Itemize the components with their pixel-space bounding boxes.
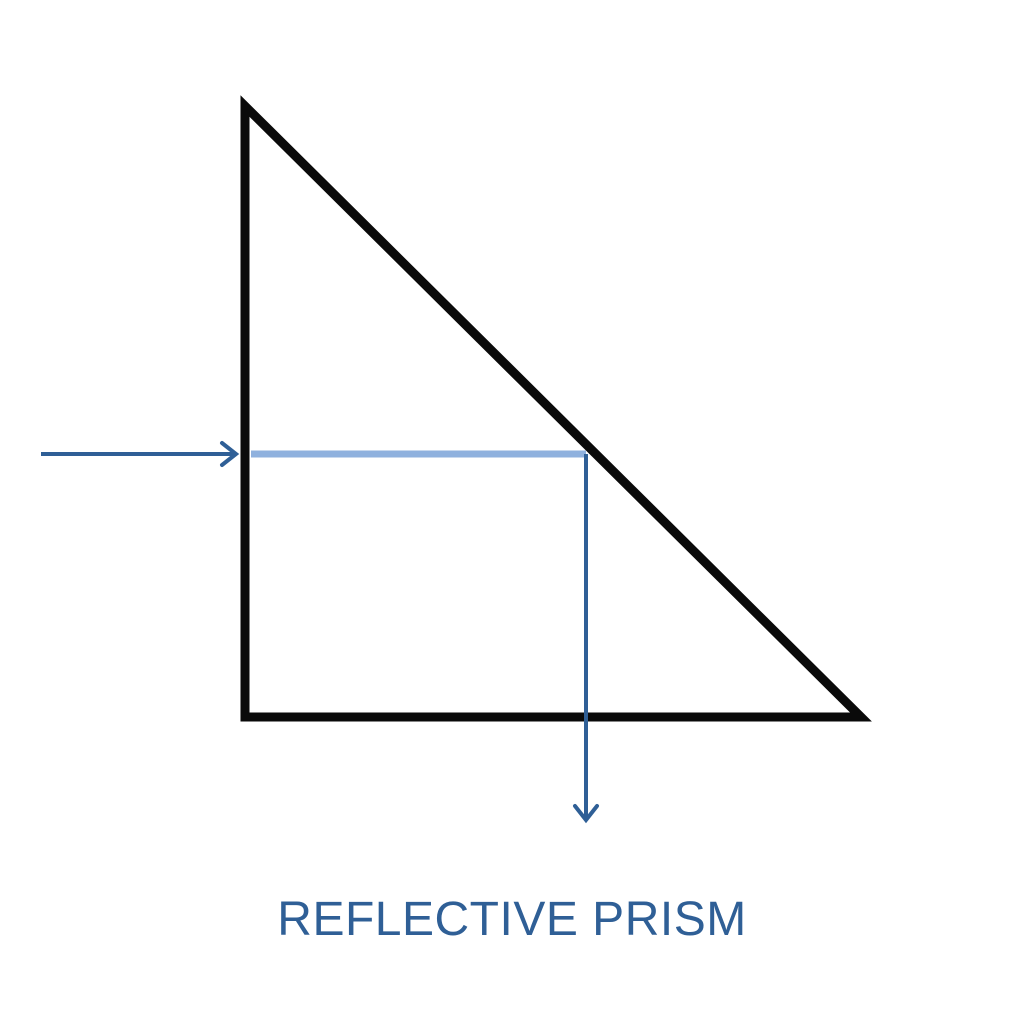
- incoming-ray-arrowhead: [220, 441, 240, 467]
- prism-triangle: [240, 95, 872, 722]
- outgoing-ray-arrowhead: [573, 804, 599, 824]
- diagram-caption: REFLECTIVE PRISM: [277, 893, 747, 946]
